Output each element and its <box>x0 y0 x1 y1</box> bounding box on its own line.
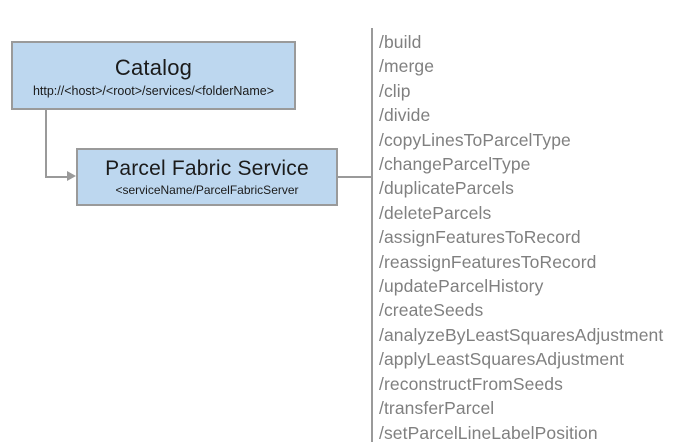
operations-divider <box>371 28 373 442</box>
operation-item[interactable]: /divide <box>379 105 431 126</box>
operation-item[interactable]: /reassignFeaturesToRecord <box>379 251 597 272</box>
operation-item[interactable]: /merge <box>379 56 435 77</box>
connector-catalog-horizontal <box>45 176 69 178</box>
arrowhead-icon <box>67 171 76 181</box>
operation-item[interactable]: /updateParcelHistory <box>379 276 544 297</box>
operation-item[interactable]: /transferParcel <box>379 398 495 419</box>
operation-item[interactable]: /reconstructFromSeeds <box>379 373 563 394</box>
operation-item[interactable]: /duplicateParcels <box>379 178 514 199</box>
connector-operations-horizontal <box>338 176 373 178</box>
node-parcel-fabric-service-title: Parcel Fabric Service <box>105 156 309 180</box>
operation-item[interactable]: /deleteParcels <box>379 202 492 223</box>
operation-item[interactable]: /analyzeByLeastSquaresAdjustment <box>379 324 664 345</box>
operation-item[interactable]: /setParcelLineLabelPosition <box>379 422 598 443</box>
node-catalog[interactable]: Catalog http://<host>/<root>/services/<f… <box>11 41 296 110</box>
node-parcel-fabric-service-path: <serviceName/ParcelFabricServer <box>115 182 299 197</box>
node-catalog-title: Catalog <box>114 54 193 80</box>
connector-catalog-vertical <box>45 109 47 178</box>
operation-item[interactable]: /changeParcelType <box>379 154 531 175</box>
node-parcel-fabric-service[interactable]: Parcel Fabric Service <serviceName/Parce… <box>76 148 338 206</box>
operation-item[interactable]: /applyLeastSquaresAdjustment <box>379 349 625 370</box>
operation-item[interactable]: /createSeeds <box>379 300 484 321</box>
operation-item[interactable]: /build <box>379 32 422 52</box>
operation-item[interactable]: /assignFeaturesToRecord <box>379 227 581 248</box>
operation-item[interactable]: /clip <box>379 80 411 101</box>
node-catalog-url: http://<host>/<root>/services/<folderNam… <box>32 83 275 98</box>
operations-list: /build/merge/clip/divide/copyLinesToParc… <box>379 30 679 445</box>
operation-item[interactable]: /copyLinesToParcelType <box>379 129 571 150</box>
